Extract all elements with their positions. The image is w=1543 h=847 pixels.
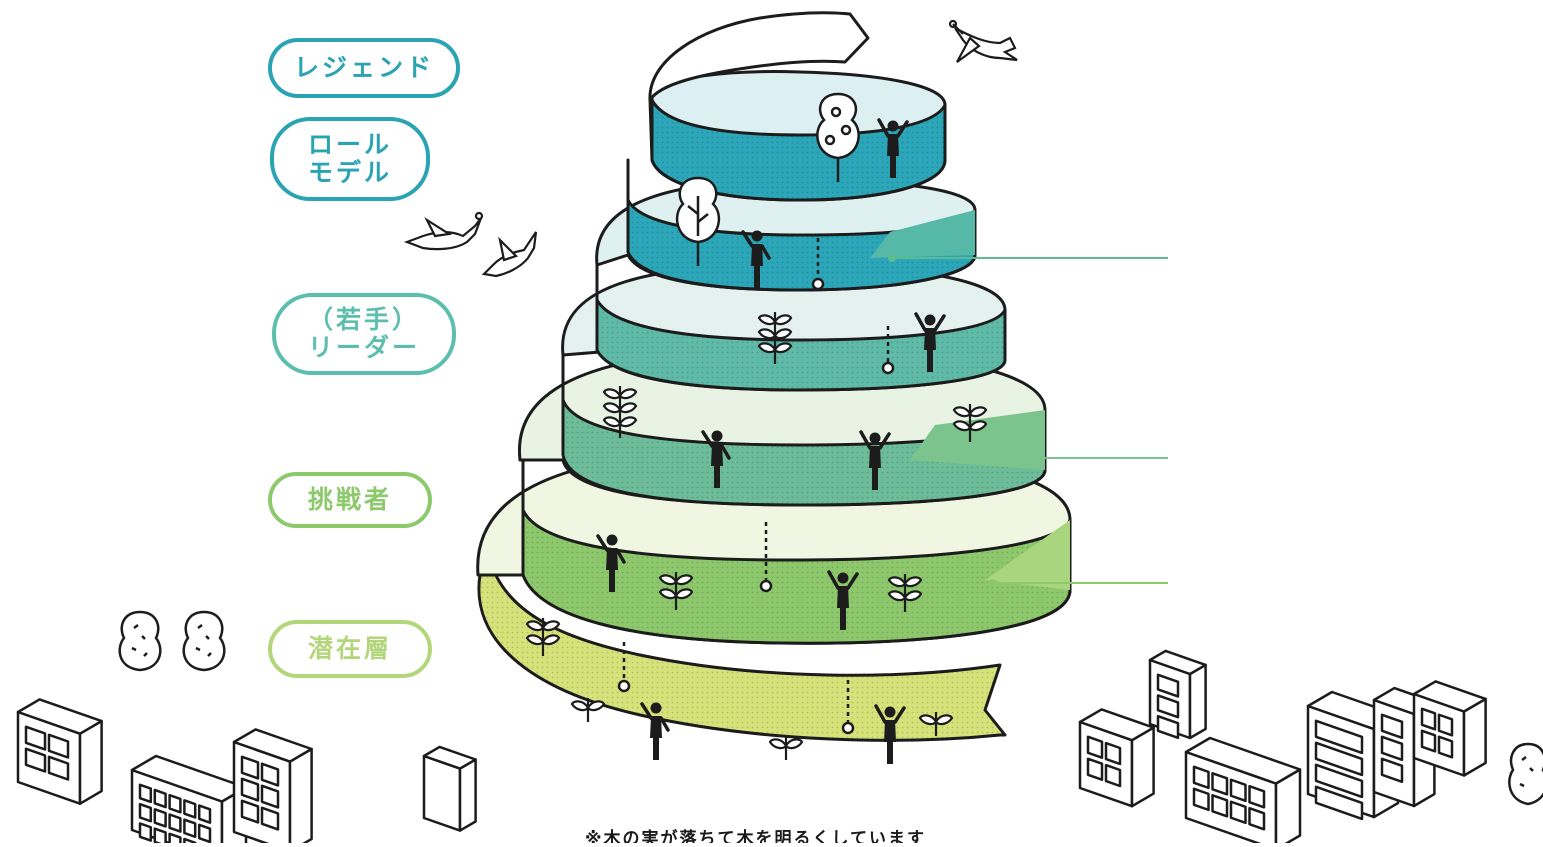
- building-icon: [1412, 680, 1487, 777]
- spiral-ring-legend: [648, 11, 947, 202]
- person-icon: [859, 430, 891, 490]
- label-latent: 潜在層: [268, 620, 432, 678]
- bird-icon: [403, 211, 484, 251]
- building-icon: [232, 728, 313, 847]
- tree-icon: [675, 176, 721, 266]
- label-role-model: ロール モデル: [270, 117, 430, 201]
- person-icon: [877, 118, 909, 178]
- label-young-leader-text: （若手） リーダー: [307, 305, 420, 362]
- seed-icon: [841, 721, 855, 735]
- sprout-icon: [602, 386, 638, 438]
- seed-icon: [811, 277, 825, 291]
- sprout-icon: [768, 736, 804, 760]
- buildings: [16, 649, 1487, 847]
- person-icon: [874, 704, 906, 764]
- seed-icon: [881, 361, 895, 375]
- people: [596, 118, 946, 764]
- label-legend-text: レジェンド: [293, 53, 434, 82]
- leader-lines: [888, 254, 1168, 587]
- person-icon: [596, 534, 626, 592]
- dropped-seeds: [617, 238, 895, 735]
- seed-icon: [617, 679, 631, 693]
- seed-icon: [759, 579, 773, 593]
- peanut-icon: [1508, 742, 1543, 806]
- person-icon: [827, 570, 859, 630]
- person-icon: [701, 430, 731, 488]
- leader-dot-bottom: [989, 579, 997, 587]
- peanut-icon: [118, 610, 162, 672]
- building-icon: [1184, 736, 1302, 847]
- leader-dot-middle: [931, 454, 939, 462]
- spiral-ring-latent: [477, 558, 1007, 742]
- label-legend: レジェンド: [268, 38, 460, 98]
- sprout-icon: [658, 572, 694, 610]
- tree-icon: [816, 92, 860, 182]
- person-icon: [741, 230, 771, 288]
- label-young-leader: （若手） リーダー: [272, 293, 456, 375]
- building-icon: [16, 698, 103, 805]
- label-role-model-text: ロール モデル: [307, 130, 392, 187]
- peanut-icon: [182, 610, 226, 672]
- sprout-icon: [887, 574, 923, 612]
- person-icon: [640, 702, 670, 760]
- sprout-icon: [952, 404, 988, 442]
- label-latent-text: 潜在層: [307, 634, 392, 663]
- spiral-ring-challenger: [518, 348, 1047, 507]
- label-challenger-text: 挑戦者: [307, 485, 392, 514]
- building-icon: [1078, 708, 1155, 808]
- sprout-icon: [570, 698, 606, 722]
- spiral-ring-young-leader: [561, 263, 1007, 392]
- person-icon: [914, 312, 946, 372]
- building-icon: [130, 754, 248, 847]
- label-challenger: 挑戦者: [268, 472, 432, 528]
- bird-icon: [481, 231, 538, 278]
- footnote: ※木の実が落ちて木を明るくしています: [585, 829, 927, 843]
- building-icon: [422, 745, 477, 832]
- sprout-icon: [525, 618, 561, 656]
- sprouts: [525, 312, 988, 760]
- sprout-icon: [757, 312, 793, 364]
- bird-icon: [948, 19, 1018, 63]
- spiral-tower: [476, 11, 1072, 742]
- leader-dot-top: [888, 254, 896, 262]
- sprout-icon: [918, 712, 954, 736]
- building-icon: [1148, 649, 1207, 740]
